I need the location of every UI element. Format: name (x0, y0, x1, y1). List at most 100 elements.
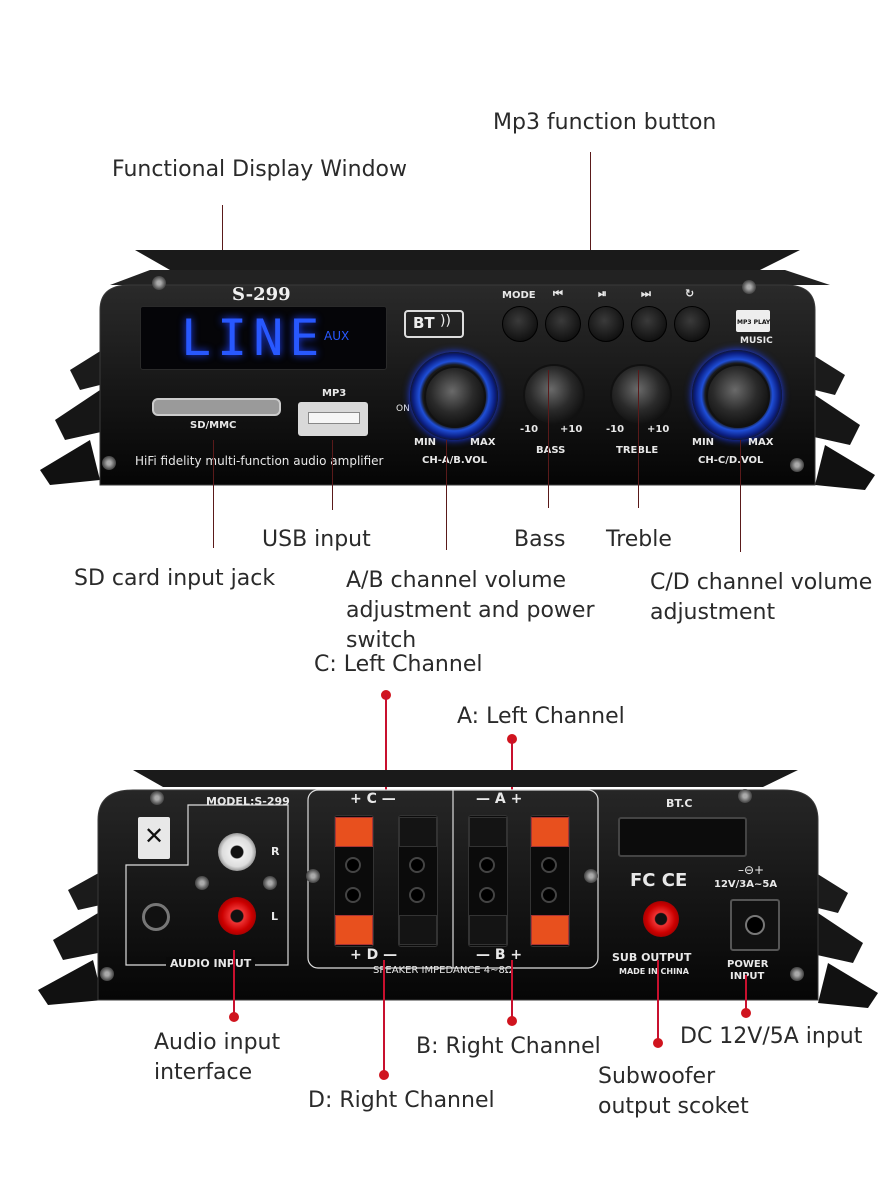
btn-label-mode: MODE (502, 290, 536, 301)
prev-button[interactable] (545, 306, 581, 342)
label-mp3-button: Mp3 function button (493, 110, 717, 135)
btc-label: BT.C (666, 797, 693, 810)
bass-lo: -10 (520, 424, 539, 435)
rca-left-jack[interactable] (218, 897, 256, 935)
screw-icon (742, 280, 756, 294)
label-dc-input: DC 12V/5A input (680, 1024, 863, 1049)
terminal-a-minus[interactable] (469, 817, 507, 847)
label-ab-volume-2: adjustment and power (346, 598, 595, 623)
btn-label-prev: ⏮ (553, 287, 563, 300)
rear-device: MODEL:S-299 ✕ R L AUDIO INPUT + C — — A … (38, 765, 878, 1010)
terminal-b-plus[interactable] (531, 915, 569, 945)
dot-audio-input (229, 1012, 239, 1022)
screw-icon (263, 876, 277, 890)
next-button[interactable] (631, 306, 667, 342)
rca-right-jack[interactable] (218, 833, 256, 871)
dot-sub (653, 1038, 663, 1048)
leader-mp3-button (590, 152, 591, 292)
label-c-left: C: Left Channel (314, 652, 483, 677)
usb-label: MP3 (322, 388, 347, 399)
label-sd: SD card input jack (74, 566, 276, 591)
terminal-a-label: — A + (476, 791, 523, 807)
cd-max: MAX (748, 437, 774, 448)
aux-jack[interactable] (142, 903, 170, 931)
rca-r-label: R (271, 845, 280, 858)
bass-knob[interactable] (523, 364, 585, 426)
terminal-d-plus[interactable] (335, 915, 373, 945)
leader-audio-input (233, 950, 235, 1020)
treble-name: TREBLE (616, 445, 658, 456)
screw-icon (790, 458, 804, 472)
bt-badge: BT )) (404, 310, 464, 338)
rca-l-label: L (271, 910, 279, 923)
screw-icon (150, 791, 164, 805)
bt-module-slot (618, 817, 747, 857)
screw-icon (790, 967, 804, 981)
dc-power-pin (745, 915, 765, 935)
leader-treble (638, 370, 639, 508)
ab-volume-knob[interactable] (424, 366, 486, 428)
display-sub: AUX (324, 329, 350, 343)
terminal-hole (479, 857, 495, 873)
treble-lo: -10 (606, 424, 625, 435)
screw-icon (152, 276, 166, 290)
screw-icon (738, 789, 752, 803)
terminal-b-minus[interactable] (469, 915, 507, 945)
cd-min: MIN (692, 437, 715, 448)
play-pause-button[interactable] (588, 306, 624, 342)
wifi-icon: )) (440, 313, 451, 329)
label-subwoofer-1: Subwoofer (598, 1064, 716, 1089)
cd-volume-knob[interactable] (706, 364, 770, 428)
on-label: ON (396, 404, 410, 414)
btn-label-next: ⏭ (641, 287, 651, 300)
bt-label: BT (413, 314, 435, 332)
terminal-hole (541, 887, 557, 903)
fcc-ce-label: FC CE (630, 870, 688, 891)
terminal-hole (409, 887, 425, 903)
label-bass: Bass (514, 527, 566, 552)
terminal-hole (541, 857, 557, 873)
screw-icon (195, 876, 209, 890)
terminal-c-label: + C — (350, 791, 396, 807)
audio-input-label: AUDIO INPUT (166, 957, 256, 970)
sd-card-slot[interactable] (152, 398, 281, 416)
terminal-d-label: + D — (350, 947, 398, 963)
mp3-play-text: MP3 PLAY (737, 319, 771, 326)
front-model: S-299 (232, 284, 291, 305)
dot-b-right (507, 1016, 517, 1026)
tagline: HiFi fidelity multi-function audio ampli… (135, 454, 384, 468)
label-audio-input-1: Audio input (154, 1030, 281, 1055)
label-ab-volume-1: A/B channel volume (346, 568, 567, 593)
power-spec-label: 12V/3A~5A (714, 879, 778, 890)
repeat-button[interactable] (674, 306, 710, 342)
leader-sub (657, 960, 659, 1042)
label-cd-volume-1: C/D channel volume (650, 570, 873, 595)
mode-button[interactable] (502, 306, 538, 342)
terminal-a-plus[interactable] (531, 817, 569, 847)
terminal-d-minus[interactable] (399, 915, 437, 945)
dc-power-jack[interactable] (730, 899, 780, 951)
usb-port[interactable] (298, 402, 368, 436)
treble-knob[interactable] (610, 364, 672, 426)
sd-label: SD/MMC (190, 420, 237, 431)
leader-bass (548, 370, 549, 508)
dot-d-right (379, 1070, 389, 1080)
usb-port-inner (308, 412, 360, 424)
sub-output-jack[interactable] (643, 901, 679, 937)
screw-icon (102, 456, 116, 470)
display-text: LINE (181, 309, 326, 367)
front-device: S-299 LINE AUX SD/MMC MP3 HiFi fidelity … (40, 240, 875, 495)
terminal-c-minus[interactable] (399, 817, 437, 847)
rear-model: MODEL:S-299 (206, 795, 290, 808)
leader-c-left (385, 695, 387, 805)
bass-name: BASS (536, 445, 566, 456)
terminal-hole (345, 857, 361, 873)
terminal-hole (345, 887, 361, 903)
terminal-c-plus[interactable] (335, 817, 373, 847)
cd-name: CH-C/D.VOL (698, 455, 764, 466)
leader-dc (745, 975, 747, 1015)
leader-sd (213, 440, 214, 548)
sub-output-label: SUB OUTPUT (612, 951, 692, 964)
label-audio-input-2: interface (154, 1060, 253, 1085)
leader-usb (332, 440, 333, 510)
